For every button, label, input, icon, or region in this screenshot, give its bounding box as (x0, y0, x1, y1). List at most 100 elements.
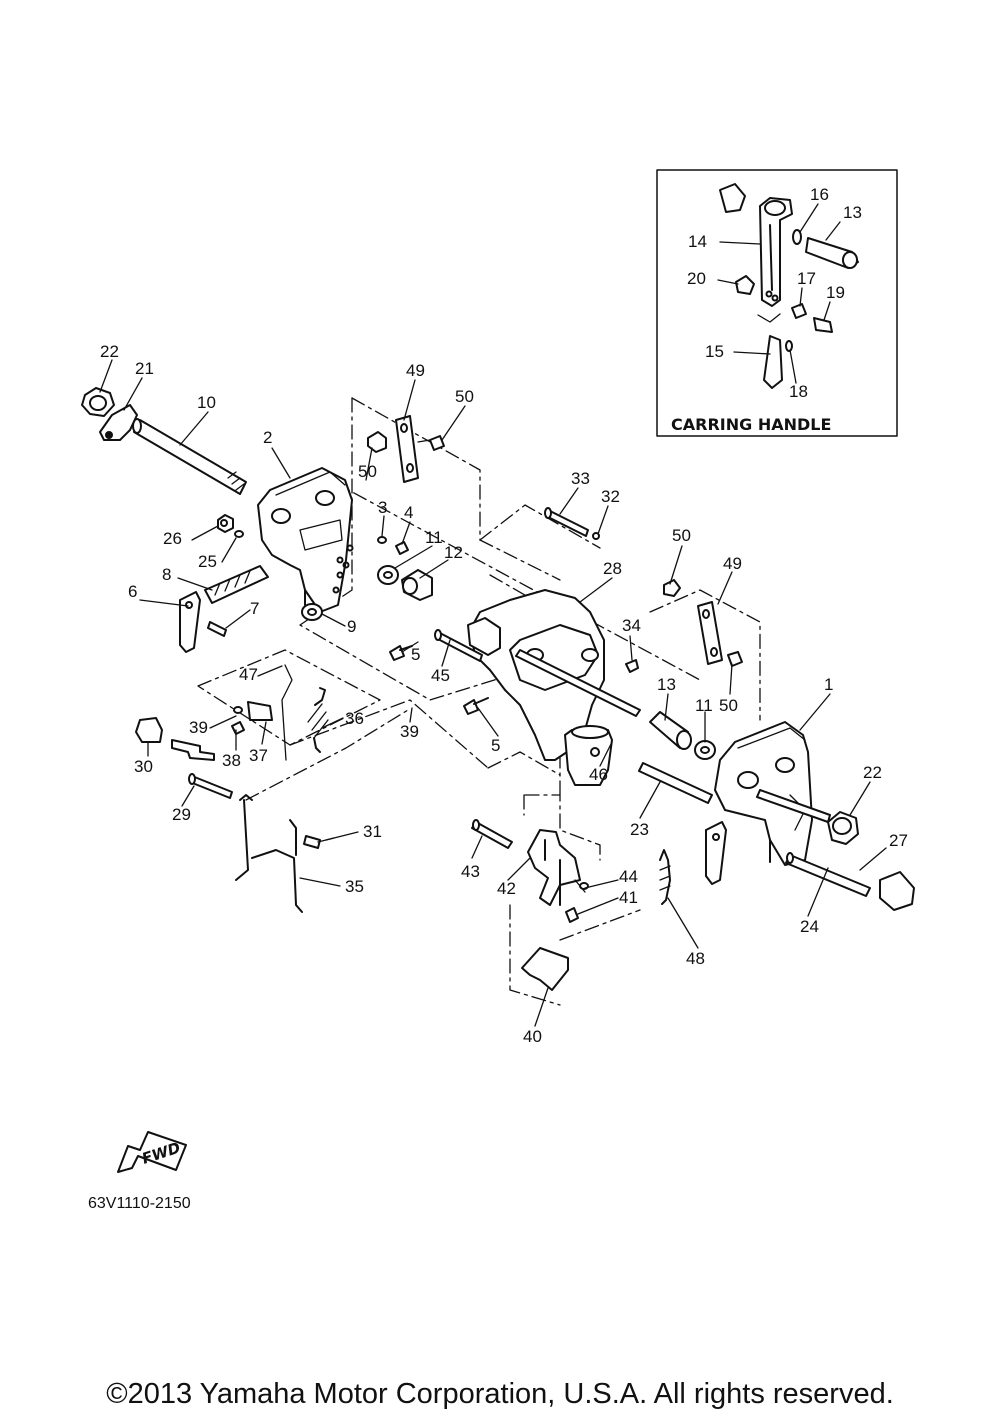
callout-44: 44 (619, 867, 638, 886)
callout-10: 10 (197, 393, 216, 412)
callout-37: 37 (249, 746, 268, 765)
callout-15: 15 (705, 342, 724, 361)
copyright-notice: ©2013 Yamaha Motor Corporation, U.S.A. A… (106, 1378, 894, 1410)
leader-line (225, 609, 251, 629)
leader-line (849, 781, 871, 816)
callout-27: 27 (889, 831, 908, 850)
leader-line (403, 379, 416, 421)
callout-29: 29 (172, 805, 191, 824)
leader-line (825, 221, 841, 241)
callout-43: 43 (461, 862, 480, 881)
callout-9: 9 (347, 617, 356, 636)
leader-line (799, 203, 819, 233)
leader-line (639, 781, 661, 819)
callout-12: 12 (444, 543, 463, 562)
callout-13: 13 (657, 675, 676, 694)
callout-47: 47 (239, 665, 258, 684)
adjust-plates (367, 415, 743, 667)
leader-line (717, 279, 739, 285)
callout-1: 1 (824, 675, 833, 694)
leader-line (221, 537, 237, 563)
leader-line (559, 487, 579, 515)
bolts-center (389, 507, 641, 717)
callout-49: 49 (406, 361, 425, 380)
callout-39: 39 (400, 722, 419, 741)
callout-23: 23 (630, 820, 649, 839)
swivel-housing (467, 589, 613, 786)
callout-8: 8 (162, 565, 171, 584)
lower-parts (135, 664, 671, 991)
leader-line (534, 987, 549, 1027)
callout-30: 30 (134, 757, 153, 776)
assembly-outlines (197, 397, 761, 1006)
leader-line (789, 349, 797, 384)
callout-50: 50 (672, 526, 691, 545)
callout-42: 42 (497, 879, 516, 898)
callout-18: 18 (789, 382, 808, 401)
callout-41: 41 (619, 888, 638, 907)
leader-line (271, 447, 291, 479)
leader-line (381, 515, 385, 537)
callout-33: 33 (571, 469, 590, 488)
left-small-parts (179, 514, 433, 653)
callout-14: 14 (688, 232, 707, 251)
callout-5: 5 (411, 645, 420, 664)
leader-line (799, 693, 831, 731)
callout-49: 49 (723, 554, 742, 573)
leader-line (823, 301, 831, 321)
callout-7: 7 (250, 599, 259, 618)
callout-2: 2 (263, 428, 272, 447)
leader-line (139, 599, 189, 607)
leader-line (441, 639, 451, 667)
leader-line (579, 577, 613, 603)
callout-21: 21 (135, 359, 154, 378)
leader-line (577, 897, 619, 915)
callout-22: 22 (863, 763, 882, 782)
callout-24: 24 (800, 917, 819, 936)
leader-line (209, 715, 237, 729)
through-tube-left (81, 387, 247, 495)
leader-line (664, 693, 669, 721)
callout-50: 50 (719, 696, 738, 715)
leader-line (257, 665, 283, 677)
leader-line (394, 545, 433, 569)
leader-line (471, 835, 483, 859)
leader-line (799, 287, 803, 307)
leader-line (191, 525, 219, 541)
leader-line (477, 707, 499, 737)
leader-line (599, 741, 613, 767)
leader-line (321, 717, 344, 729)
leader-line (507, 857, 531, 881)
callout-labels: 22 21 10 2 49 50 50 3 4 11 12 26 25 8 6 … (100, 185, 908, 1046)
callout-4: 4 (404, 503, 413, 522)
callout-34: 34 (622, 616, 641, 635)
callout-5: 5 (491, 736, 500, 755)
leader-lines (99, 203, 887, 1027)
leader-line (409, 707, 413, 723)
callout-40: 40 (523, 1027, 542, 1046)
leader-line (99, 359, 113, 393)
leader-line (419, 559, 449, 579)
callout-45: 45 (431, 666, 450, 685)
callout-17: 17 (797, 269, 816, 288)
leader-line (807, 867, 829, 917)
leader-line (365, 447, 373, 481)
callout-11: 11 (425, 528, 443, 547)
callout-50: 50 (455, 387, 474, 406)
carrying-handle-inset: CARRING HANDLE (656, 169, 898, 437)
callout-46: 46 (589, 765, 608, 784)
leader-line (123, 377, 143, 411)
leader-line (321, 613, 346, 627)
right-side-parts (638, 711, 915, 911)
leader-line (719, 241, 761, 245)
callout-50: 50 (358, 462, 377, 481)
leader-line (401, 521, 411, 545)
swivel-bracket-left (257, 467, 354, 613)
callout-48: 48 (686, 949, 705, 968)
callout-20: 20 (687, 269, 706, 288)
callout-11: 11 (695, 696, 713, 715)
callout-3: 3 (378, 498, 387, 517)
leader-line (401, 641, 419, 653)
leader-line (584, 879, 619, 889)
